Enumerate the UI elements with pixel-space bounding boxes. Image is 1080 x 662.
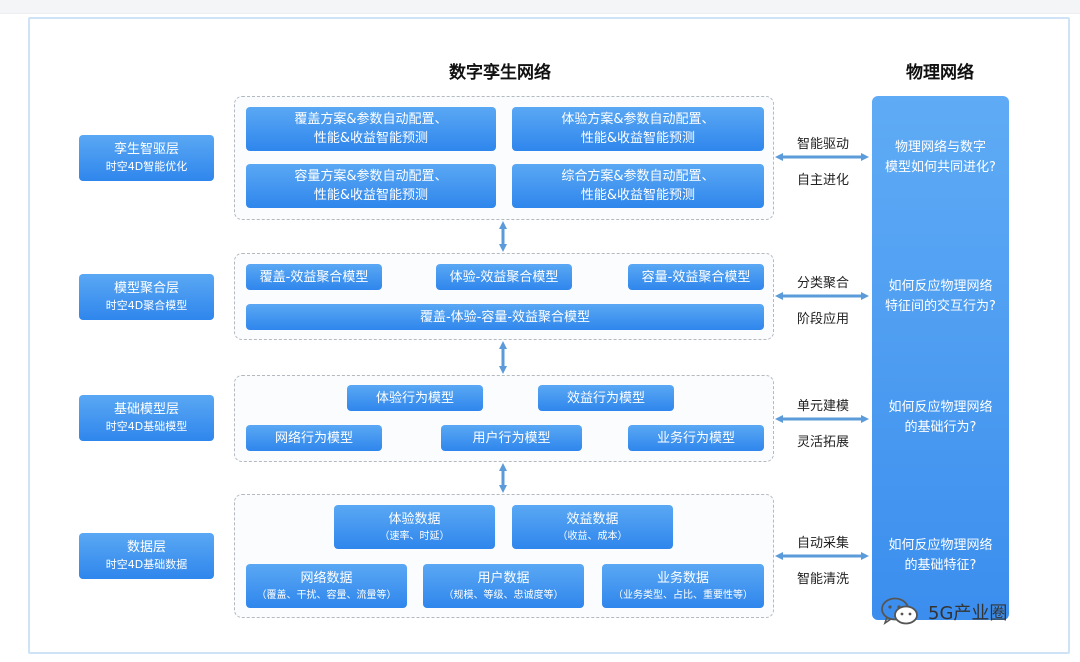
benefit-behavior-model: 效益行为模型 — [538, 385, 674, 411]
drive-line-2: 性能&收益智能预测 — [580, 131, 696, 146]
question-line-1: 如何反应物理网络 — [888, 400, 993, 415]
question-line-2: 的基础特征? — [904, 558, 977, 573]
physical-question-2: 如何反应物理网络 特征间的交互行为? — [872, 277, 1009, 317]
question-line-2: 特征间的交互行为? — [885, 299, 996, 314]
data-title: 体验数据 — [388, 512, 441, 527]
watermark-text: 5G产业圈 — [928, 603, 1008, 624]
connector-label-1: 智能驱动 自主进化 — [778, 136, 868, 190]
drive-line-2: 性能&收益智能预测 — [313, 131, 429, 146]
drive-coverage-box: 覆盖方案&参数自动配置、 性能&收益智能预测 — [246, 107, 496, 151]
drive-line-2: 性能&收益智能预测 — [313, 188, 429, 203]
wechat-icon — [881, 597, 918, 625]
layer-label-drive: 孪生智驱层 时空4D智能优化 — [79, 135, 214, 181]
drive-line-1: 覆盖方案&参数自动配置、 — [294, 112, 448, 127]
connector-line-1: 智能驱动 — [796, 137, 849, 152]
user-data: 用户数据 （规模、等级、忠诚度等） — [423, 564, 584, 608]
data-subtitle: （覆盖、干扰、容量、流量等） — [256, 590, 397, 601]
connector-line-1: 单元建模 — [796, 399, 849, 414]
question-line-1: 物理网络与数字 — [894, 140, 986, 155]
drive-line-1: 综合方案&参数自动配置、 — [561, 169, 715, 184]
drive-line-1: 体验方案&参数自动配置、 — [561, 112, 715, 127]
experience-data: 体验数据 （速率、时延） — [334, 505, 495, 549]
drive-combined-box: 综合方案&参数自动配置、 性能&收益智能预测 — [512, 164, 764, 208]
data-title: 用户数据 — [477, 571, 530, 586]
layer-label-aggregate: 模型聚合层 时空4D聚合模型 — [79, 274, 214, 320]
question-line-2: 的基础行为? — [904, 420, 977, 435]
physical-question-4: 如何反应物理网络 的基础特征? — [872, 536, 1009, 576]
connector-label-4: 自动采集 智能清洗 — [778, 535, 868, 589]
connector-label-2: 分类聚合 阶段应用 — [778, 275, 868, 329]
physical-network-column — [872, 96, 1009, 620]
connector-line-2: 阶段应用 — [796, 312, 849, 327]
digital-network-title: 数字孪生网络 — [449, 63, 551, 83]
network-behavior-model: 网络行为模型 — [246, 425, 382, 451]
physical-question-3: 如何反应物理网络 的基础行为? — [872, 398, 1009, 438]
data-title: 效益数据 — [566, 512, 619, 527]
connector-label-3: 单元建模 灵活拓展 — [778, 398, 868, 452]
user-behavior-model: 用户行为模型 — [441, 425, 582, 451]
question-line-1: 如何反应物理网络 — [888, 279, 993, 294]
coverage-benefit-model: 覆盖-效益聚合模型 — [246, 264, 382, 290]
layer-title: 数据层 — [126, 540, 166, 555]
data-subtitle: （速率、时延） — [379, 531, 450, 542]
connector-line-2: 灵活拓展 — [796, 435, 849, 450]
layer-subtitle: 时空4D聚合模型 — [105, 299, 188, 312]
data-subtitle: （收益、成本） — [557, 531, 628, 542]
service-behavior-model: 业务行为模型 — [628, 425, 764, 451]
layer-label-base: 基础模型层 时空4D基础模型 — [79, 395, 214, 441]
physical-network-title: 物理网络 — [906, 63, 974, 83]
connector-line-2: 智能清洗 — [796, 572, 849, 587]
layer-subtitle: 时空4D智能优化 — [105, 160, 188, 173]
drive-experience-box: 体验方案&参数自动配置、 性能&收益智能预测 — [512, 107, 764, 151]
layer-title: 模型聚合层 — [113, 281, 179, 296]
experience-behavior-model: 体验行为模型 — [347, 385, 483, 411]
layer-subtitle: 时空4D基础数据 — [105, 558, 188, 571]
diagram-frame — [28, 17, 1070, 654]
drive-line-2: 性能&收益智能预测 — [580, 188, 696, 203]
physical-question-1: 物理网络与数字 模型如何共同进化? — [872, 138, 1009, 178]
network-data: 网络数据 （覆盖、干扰、容量、流量等） — [246, 564, 407, 608]
drive-capacity-box: 容量方案&参数自动配置、 性能&收益智能预测 — [246, 164, 496, 208]
experience-benefit-model: 体验-效益聚合模型 — [436, 264, 572, 290]
capacity-benefit-model: 容量-效益聚合模型 — [628, 264, 764, 290]
combined-benefit-model: 覆盖-体验-容量-效益聚合模型 — [246, 304, 764, 330]
question-line-2: 模型如何共同进化? — [885, 160, 996, 175]
data-subtitle: （规模、等级、忠诚度等） — [443, 590, 564, 601]
data-title: 业务数据 — [656, 571, 709, 586]
question-line-1: 如何反应物理网络 — [888, 538, 993, 553]
layer-label-data: 数据层 时空4D基础数据 — [79, 533, 214, 579]
top-bar — [0, 0, 1080, 14]
benefit-data: 效益数据 （收益、成本） — [512, 505, 673, 549]
data-subtitle: （业务类型、占比、重要性等） — [613, 590, 753, 601]
watermark: 5G产业圈 — [880, 594, 1050, 630]
data-title: 网络数据 — [300, 571, 353, 586]
layer-title: 基础模型层 — [113, 402, 179, 417]
connector-line-1: 自动采集 — [796, 536, 849, 551]
connector-line-1: 分类聚合 — [796, 276, 849, 291]
layer-title: 孪生智驱层 — [113, 142, 179, 157]
drive-line-1: 容量方案&参数自动配置、 — [294, 169, 448, 184]
service-data: 业务数据 （业务类型、占比、重要性等） — [602, 564, 764, 608]
connector-line-2: 自主进化 — [796, 173, 849, 188]
layer-subtitle: 时空4D基础模型 — [105, 420, 188, 433]
